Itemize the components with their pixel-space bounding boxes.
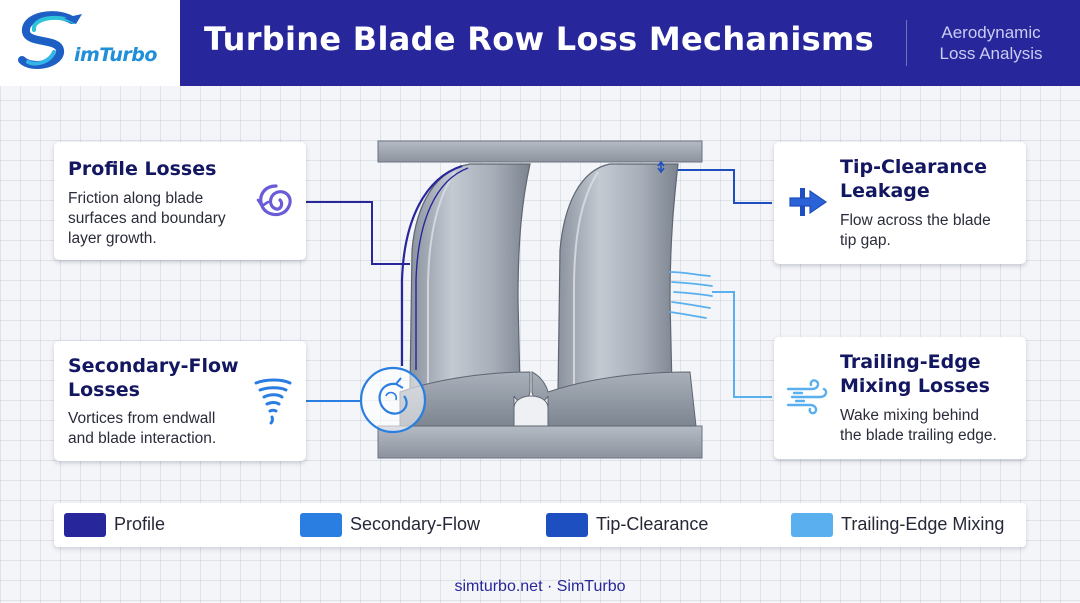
- trailing-edge-card: Trailing-Edge Mixing Losses Wake mixing …: [774, 337, 1026, 459]
- wake-lines: [669, 271, 713, 319]
- page-title: Turbine Blade Row Loss Mechanisms: [204, 20, 874, 58]
- secondary-title-line-1: Secondary-Flow: [68, 355, 239, 377]
- legend-label-tip-clearance: Tip-Clearance: [596, 514, 709, 534]
- profile-boundary-line-inner: [415, 167, 469, 370]
- tip-gap-arrow-down: [657, 167, 665, 174]
- tip-clearance-card: Tip-Clearance Leakage Flow across the bl…: [774, 142, 1026, 264]
- tip-card-description: Flow across the blade tip gap.: [840, 211, 1020, 251]
- dovetail-slot: [513, 395, 549, 427]
- profile-connector-line: [306, 201, 410, 265]
- header-divider: [906, 20, 907, 66]
- simturbo-swoosh-logo: [18, 11, 82, 69]
- trailing-card-description: Wake mixing behind the blade trailing ed…: [840, 406, 1026, 446]
- profile-desc-line-2: surfaces and boundary: [68, 210, 226, 227]
- profile-losses-card: Profile Losses Friction along blade surf…: [54, 142, 306, 260]
- legend-label-trailing-edge-mixing: Trailing-Edge Mixing: [841, 514, 1005, 534]
- secondary-vortex-circle: [359, 366, 427, 434]
- tip-title-line-1: Tip-Clearance: [840, 156, 987, 178]
- tip-desc-line-2: tip gap.: [840, 232, 891, 249]
- blade-platform-2: [531, 371, 697, 427]
- tip-card-title: Tip-Clearance Leakage: [840, 155, 987, 203]
- profile-desc-line-1: Friction along blade: [68, 190, 204, 207]
- spiral-swirl-icon: [256, 184, 292, 217]
- profile-card-title: Profile Losses: [68, 158, 217, 180]
- top-casing: [377, 140, 703, 163]
- secondary-card-title: Secondary-Flow Losses: [68, 354, 239, 402]
- trailing-desc-line-1: Wake mixing behind: [840, 407, 979, 424]
- secondary-desc-line-1: Vortices from endwall: [68, 410, 216, 427]
- secondary-card-description: Vortices from endwall and blade interact…: [68, 409, 264, 449]
- profile-card-description: Friction along blade surfaces and bounda…: [68, 189, 264, 249]
- secondary-flow-card: Secondary-Flow Losses Vortices from endw…: [54, 341, 306, 461]
- trailing-title-line-1: Trailing-Edge: [840, 351, 981, 373]
- arrow-through-gap-icon: [789, 188, 828, 216]
- blade-1-highlight: [427, 171, 456, 385]
- blade-2: [557, 163, 679, 393]
- trailing-connector-line: [712, 291, 772, 398]
- profile-desc-line-3: layer growth.: [68, 230, 157, 247]
- tip-desc-line-1: Flow across the blade: [840, 212, 991, 229]
- secondary-desc-line-2: and blade interaction.: [68, 430, 217, 447]
- legend: Profile Secondary-Flow Tip-Clearance Tra…: [54, 503, 1026, 547]
- tip-connector-line: [676, 169, 772, 204]
- secondary-vortex-swirl-arrow: [394, 377, 404, 389]
- wind-wake-icon: [786, 379, 828, 415]
- legend-swatch-secondary-flow: [300, 513, 342, 537]
- legend-swatch-trailing-edge-mixing: [791, 513, 833, 537]
- subtitle-line-1: Aerodynamic: [941, 23, 1041, 42]
- legend-swatch-profile: [64, 513, 106, 537]
- logo[interactable]: imTurbo: [0, 0, 180, 86]
- footer-credit[interactable]: simturbo.net · SimTurbo: [454, 578, 626, 595]
- secondary-vortex-inner: [385, 391, 398, 401]
- secondary-vortex-swirl: [378, 382, 408, 415]
- header-bar: imTurbo Turbine Blade Row Loss Mechanism…: [0, 0, 1080, 86]
- trailing-title-line-2: Mixing Losses: [840, 375, 990, 397]
- legend-label-secondary-flow: Secondary-Flow: [350, 514, 481, 534]
- header-subtitle: Aerodynamic Loss Analysis: [918, 22, 1064, 64]
- tornado-vortex-icon: [254, 378, 292, 425]
- trailing-card-title: Trailing-Edge Mixing Losses: [840, 350, 990, 398]
- secondary-title-line-2: Losses: [68, 379, 140, 401]
- legend-label-profile: Profile: [114, 514, 166, 534]
- profile-boundary-line-outer: [400, 164, 463, 366]
- subtitle-line-2: Loss Analysis: [939, 44, 1043, 63]
- blade-1: [409, 163, 531, 391]
- logo-text: imTurbo: [74, 44, 157, 66]
- legend-swatch-tip-clearance: [546, 513, 588, 537]
- trailing-desc-line-2: the blade trailing edge.: [840, 427, 997, 444]
- hub-endwall: [377, 425, 703, 459]
- blade-platform: [399, 371, 531, 427]
- tip-gap-arrow-up: [657, 160, 665, 167]
- tip-title-line-2: Leakage: [840, 180, 930, 202]
- blade-2-highlight: [573, 171, 599, 385]
